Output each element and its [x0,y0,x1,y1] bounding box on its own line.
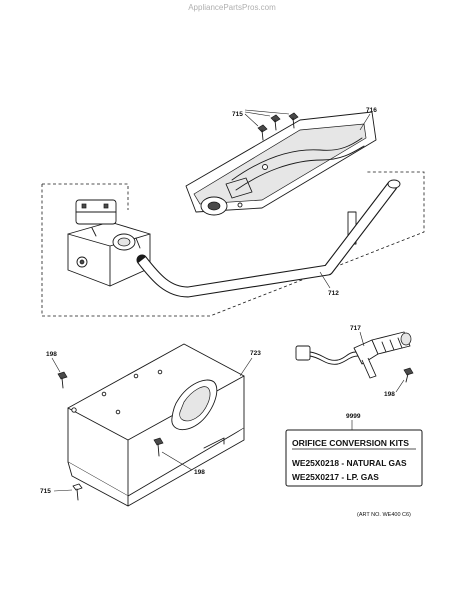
svg-text:715: 715 [40,488,51,495]
callout-198-left: 198 [46,351,61,373]
screw-715-a[interactable] [257,124,268,141]
callout-9999: 9999 [346,413,361,430]
svg-text:198: 198 [384,391,395,398]
igniter-717[interactable] [295,331,412,379]
watermark-text: AppliancePartsPros.com [188,3,276,12]
screw-198-igniter[interactable] [403,367,414,383]
kit-lp-gas: WE25X0217 - LP. GAS [292,472,379,482]
screw-715-bottom[interactable] [72,483,83,501]
svg-text:198: 198 [46,351,57,358]
svg-text:717: 717 [350,325,361,332]
screw-715-c[interactable] [288,112,299,129]
callout-723: 723 [239,350,261,377]
gas-tube-712[interactable] [136,179,401,298]
gas-valve[interactable] [67,199,151,287]
svg-text:198: 198 [194,469,205,476]
callout-198-igniter: 198 [384,379,405,398]
svg-text:9999: 9999 [346,413,361,420]
callout-715-top: 715 [232,109,290,127]
screw-715-b[interactable] [270,114,281,131]
svg-text:712: 712 [328,290,339,297]
svg-text:715: 715 [232,111,243,118]
callout-717: 717 [350,325,365,347]
kit-natural-gas: WE25X0218 - NATURAL GAS [292,458,407,468]
orifice-kit-box: ORIFICE CONVERSION KITS WE25X0218 - NATU… [285,429,423,487]
screw-198-left[interactable] [57,371,68,389]
callout-716: 716 [359,107,377,131]
burner-housing-716[interactable] [185,111,377,245]
svg-text:723: 723 [250,350,261,357]
callout-198-mid: 198 [161,451,205,476]
screw-198-mid[interactable] [153,437,164,457]
kit-title: ORIFICE CONVERSION KITS [292,438,409,448]
art-number: (ART NO. WE400 C6) [357,512,411,518]
bracket-723[interactable] [67,343,245,507]
callout-715-bottom: 715 [40,488,73,495]
callout-712: 712 [319,271,339,297]
svg-text:716: 716 [366,107,377,114]
